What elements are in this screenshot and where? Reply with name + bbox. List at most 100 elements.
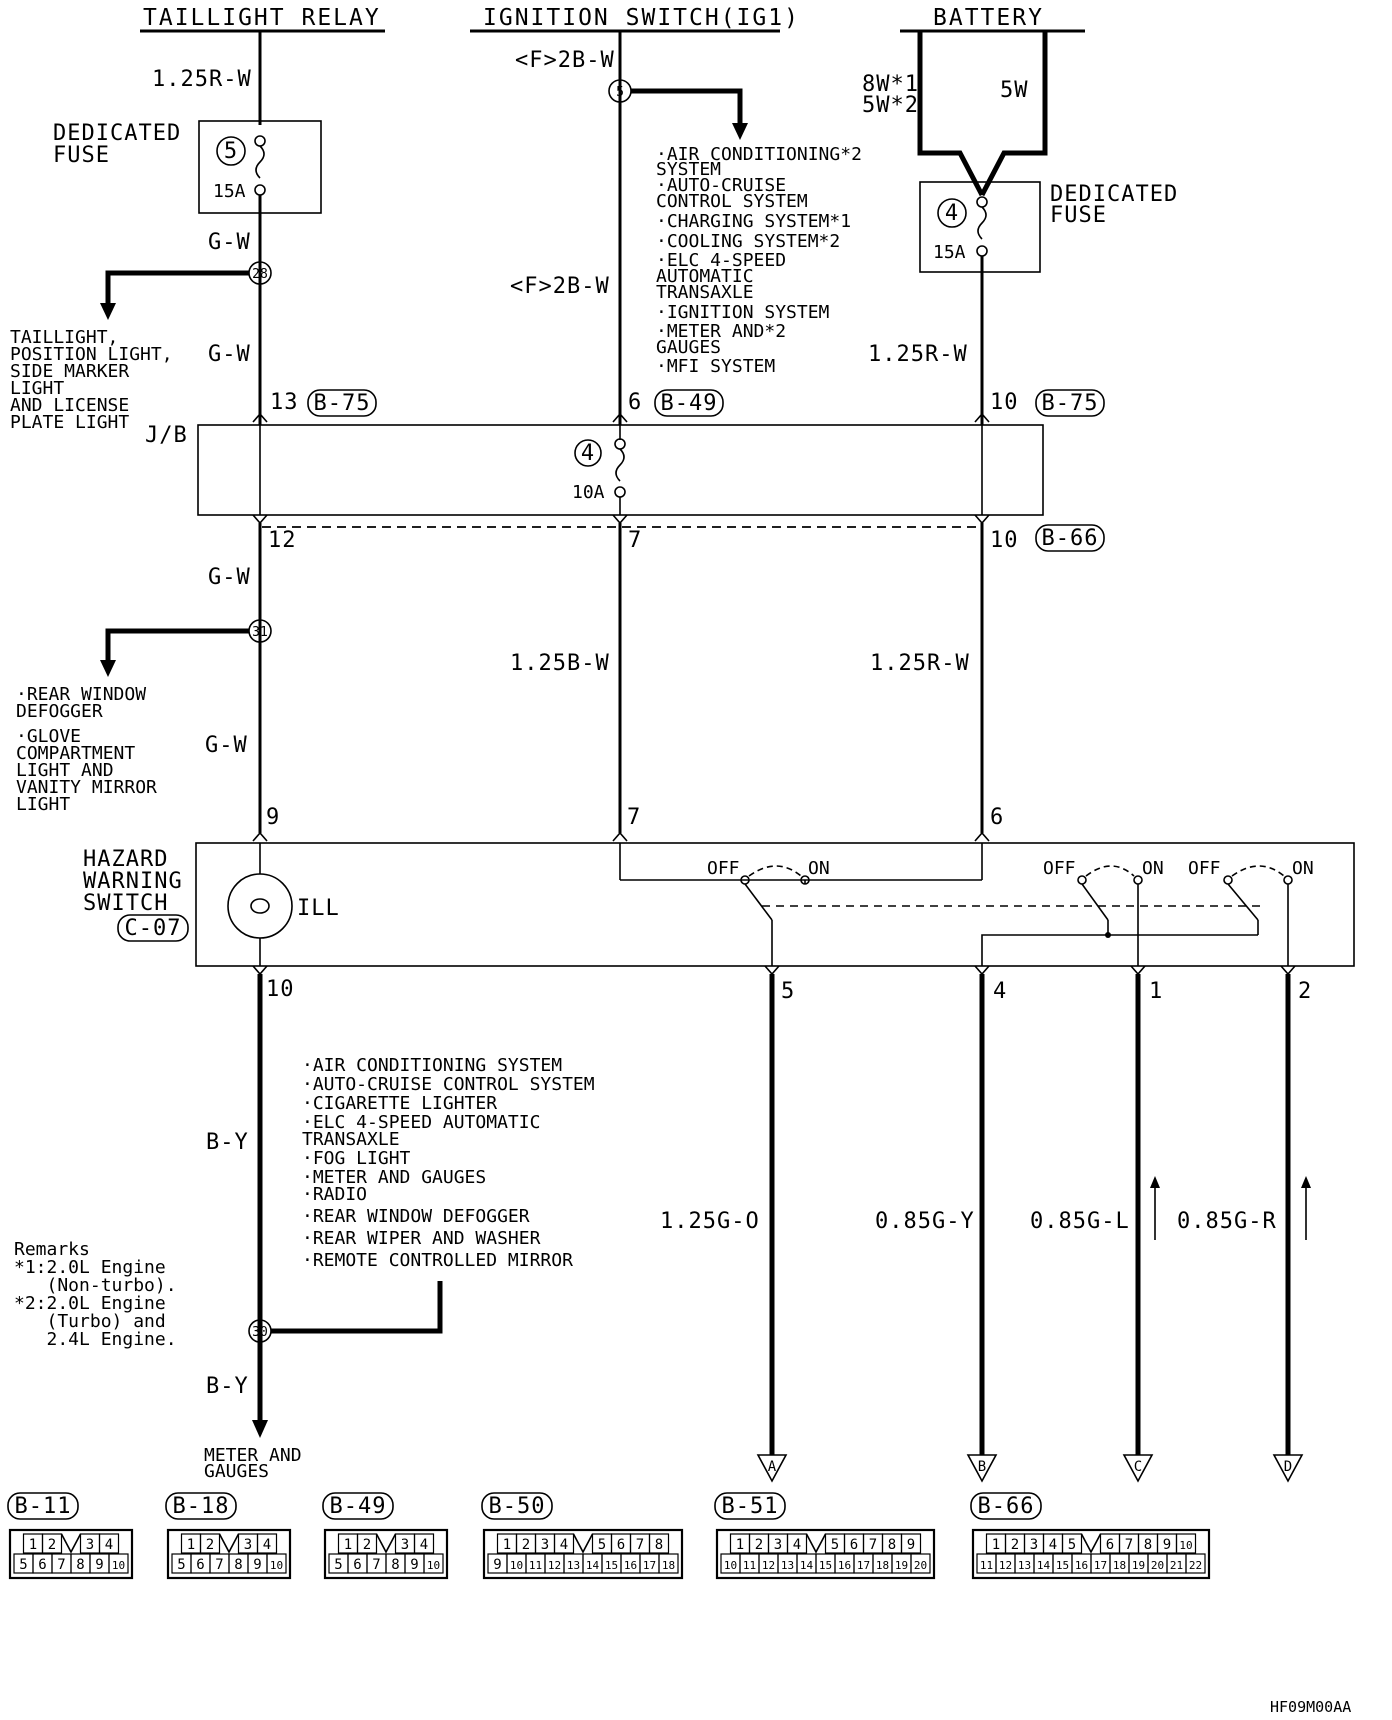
meter-label-2: GAUGES [204, 1461, 269, 1482]
wire-label-125rw-top: 1.25R-W [152, 67, 252, 92]
end-c-triangle-icon [1122, 1454, 1154, 1483]
legend-pin-number: 2 [1011, 1537, 1019, 1553]
legend-pin-number: 3 [1030, 1537, 1038, 1553]
legend-pin-number: 4 [105, 1537, 113, 1553]
switch2-on-contact [1133, 875, 1143, 885]
header-ignition-switch: IGNITION SWITCH(IG1) [470, 5, 798, 33]
switch3-off: OFF [1188, 858, 1221, 879]
ig-list-7: AUTOMATIC [656, 266, 754, 287]
wire-label-f2bw-2: <F>2B-W [510, 274, 610, 299]
ig-list-6: ·ELC 4-SPEED [656, 250, 786, 271]
legend-pin-cell [648, 1533, 670, 1554]
rear-window-list: ·REAR WINDOW DEFOGGER ·GLOVE COMPARTMENT… [16, 684, 157, 815]
legend-pin-number: 9 [907, 1537, 915, 1553]
legend-pin-number: 10 [510, 1559, 523, 1572]
legend-pin-number: 10 [1179, 1539, 1192, 1552]
legend-pin-number: 11 [529, 1559, 542, 1572]
branch-rear-window-arrow-icon [100, 660, 116, 677]
legend-pin-number: 12 [999, 1559, 1012, 1572]
rear-list-4: LIGHT AND [16, 760, 114, 781]
wire-label-gw-2: G-W [208, 342, 251, 367]
ig-systems-list: ·AIR CONDITIONING*2 SYSTEM ·AUTO-CRUISE … [656, 144, 862, 377]
legend-pin-number: 12 [762, 1559, 775, 1572]
legend-key-icon [60, 1533, 82, 1554]
legend-pin-cell [1175, 1533, 1197, 1554]
legend-badge [481, 1492, 553, 1520]
accessory-list: ·AIR CONDITIONING SYSTEM ·AUTO-CRUISE CO… [302, 1055, 595, 1271]
pin-5: 5 [781, 979, 795, 1004]
tail-list-5: PLATE LIGHT [10, 412, 129, 433]
legend-pin-number: 4 [1049, 1537, 1057, 1553]
bottom-list-8: ·REAR WINDOW DEFOGGER [302, 1206, 530, 1227]
wire-label-gw-4: G-W [205, 733, 248, 758]
wire-label-125go: 1.25G-O [660, 1209, 760, 1234]
legend-pin-number: 7 [869, 1537, 877, 1553]
splice-5-label: 5 [616, 85, 624, 100]
remarks-5: 2.4L Engine. [14, 1329, 177, 1350]
connector-b66-badge [1035, 524, 1105, 552]
legend-pin-number: 7 [1125, 1537, 1133, 1553]
legend-pin-number: 18 [876, 1559, 889, 1572]
legend-pin-number: 1 [992, 1537, 1000, 1553]
wire-label-f2bw-1: <F>2B-W [515, 48, 615, 73]
legend-pin-number: 2 [48, 1537, 56, 1553]
legend-pin-cell [413, 1533, 435, 1554]
legend-pin-number: 16 [1075, 1559, 1088, 1572]
legend-pin-number: 20 [1151, 1559, 1164, 1572]
switch3-on: ON [1292, 858, 1314, 879]
legend-pin-number: 7 [57, 1557, 65, 1573]
legend-pin-number: 7 [215, 1557, 223, 1573]
wire-label-125rw-mid: 1.25R-W [870, 651, 970, 676]
legend-badge [970, 1492, 1042, 1520]
end-c: C [1134, 1459, 1142, 1475]
legend-pin-number: 5 [334, 1557, 342, 1573]
legend-key-icon [375, 1533, 397, 1554]
legend-pin-number: 3 [244, 1537, 252, 1553]
ig-list-10: ·METER AND*2 [656, 321, 786, 342]
legend-pin-number: 3 [86, 1537, 94, 1553]
switch2-blade [1081, 883, 1109, 921]
switch2-off: OFF [1043, 858, 1076, 879]
taillight-list: TAILLIGHT, POSITION LIGHT, SIDE MARKER L… [10, 327, 173, 433]
legend-connector-name: B-18 [173, 1494, 230, 1519]
rear-list-6: LIGHT [16, 794, 70, 815]
legend-key-icon [805, 1533, 827, 1554]
switch3-blade [1227, 883, 1259, 921]
legend-pin-cell [41, 1533, 63, 1554]
wire-label-085gy: 0.85G-Y [875, 1209, 975, 1234]
pin-arrow-jb-mid-bottom-icon [612, 514, 628, 525]
legend-pin-number: 5 [19, 1557, 27, 1573]
pin-7-switch: 7 [627, 805, 641, 830]
legend-pin-number: 17 [643, 1559, 656, 1572]
ig-list-3: CONTROL SYSTEM [656, 191, 808, 212]
pin-arrow-9-icon [252, 831, 268, 842]
dedicated-fuse-left-title-2: FUSE [53, 143, 110, 168]
dedicated-fuse-right-title-2: FUSE [1050, 203, 1107, 228]
dedicated-fuse-right-title-1: DEDICATED [1050, 182, 1178, 207]
header-battery-text: BATTERY [933, 5, 1044, 31]
wire-label-by-2: B-Y [206, 1374, 249, 1399]
end-b: B [978, 1459, 986, 1475]
branch-ig-arrow-icon [732, 123, 748, 140]
connector-c07-badge [117, 914, 189, 942]
legend-pin-number: 5 [177, 1557, 185, 1573]
tail-list-2: SIDE MARKER [10, 361, 129, 382]
legend-pin-number: 9 [253, 1557, 261, 1573]
dedicated-fuse-right-box [919, 181, 1041, 273]
legend-pin-cell [910, 1553, 931, 1574]
pin-10-bottom: 10 [266, 977, 295, 1002]
wire-label-by-1: B-Y [206, 1130, 249, 1155]
wire-label-085gl: 0.85G-L [1030, 1209, 1130, 1234]
legend-pin-number: 7 [636, 1537, 644, 1553]
legend-pin-number: 6 [353, 1557, 361, 1573]
legend-pin-number: 1 [503, 1537, 511, 1553]
legend-pin-number: 2 [206, 1537, 214, 1553]
wire-battery-5w [979, 31, 1048, 197]
jb-fuse-terminal-top [614, 438, 626, 450]
legend-pin-number: 5 [1068, 1537, 1076, 1553]
legend-pin-cell [356, 1533, 378, 1554]
legend-pin-number: 9 [1163, 1537, 1171, 1553]
signal-arrowhead-gr-icon [1301, 1176, 1311, 1188]
